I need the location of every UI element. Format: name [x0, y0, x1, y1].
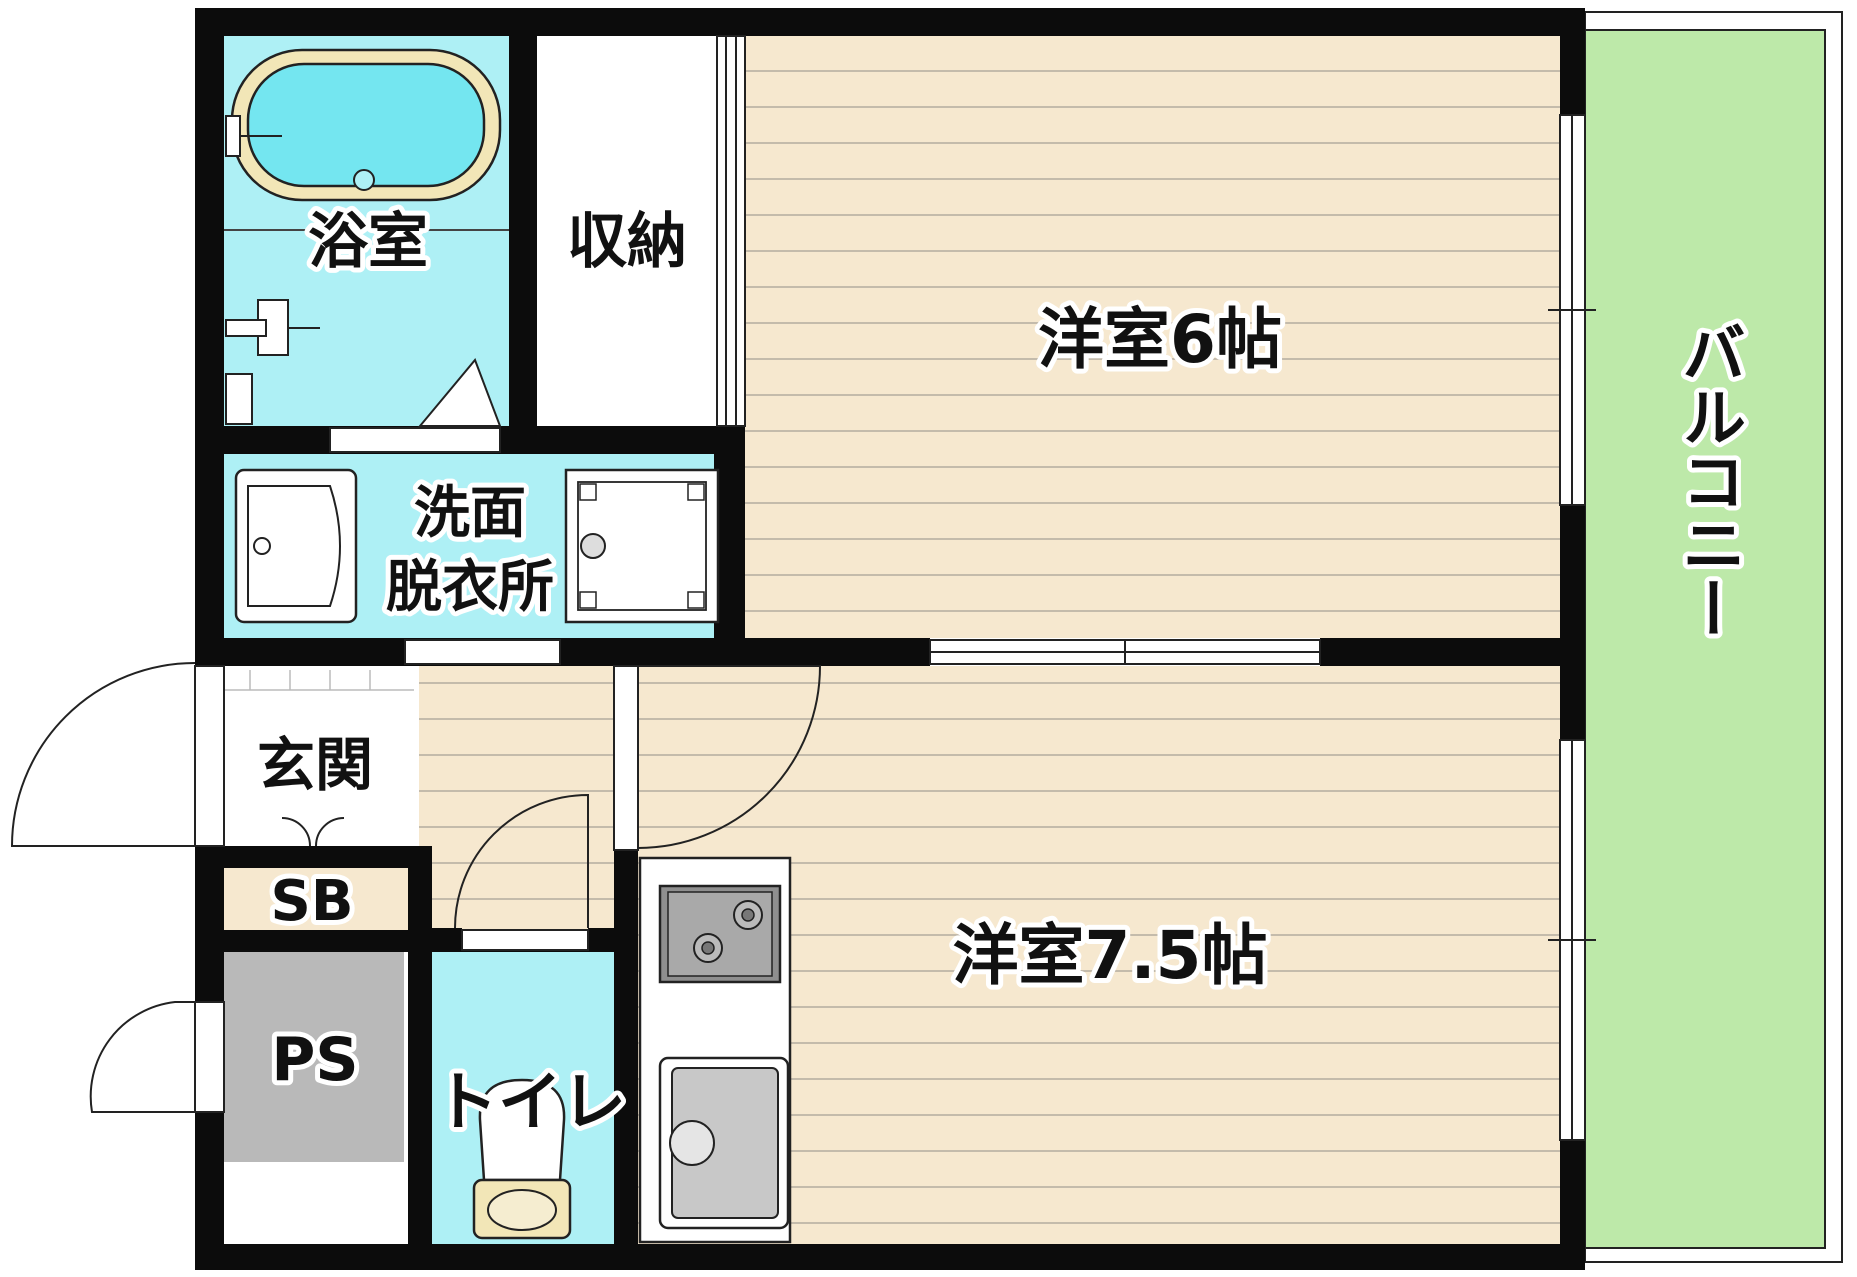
- pipe-space-area: [224, 952, 404, 1162]
- balcony-label: バルコニー: [1671, 320, 1745, 640]
- entrance-tile-lines: [224, 670, 414, 691]
- toilet-label: トイレ: [434, 1066, 626, 1140]
- entrance-label: 玄関: [257, 731, 373, 799]
- toilet-icon: [472, 1078, 572, 1240]
- kitchen-sink-icon: [658, 1056, 790, 1230]
- western-room-6-floor: [745, 36, 1560, 638]
- western-room-6-label: 洋室6帖: [1038, 301, 1282, 378]
- shoe-box-label: SB: [270, 869, 353, 934]
- balcony-area: [1584, 11, 1843, 1263]
- shower-faucet-icon: [225, 299, 320, 425]
- washroom-label-line1: 洗面: [414, 481, 526, 546]
- western-room-7-5-label: 洋室7.5帖: [953, 917, 1268, 994]
- entrance-floor: [224, 666, 414, 846]
- balcony-floor: [1584, 29, 1826, 1249]
- washroom-label-line2: 脱衣所: [386, 555, 554, 620]
- bathtub-icon: [225, 48, 502, 202]
- pipe-space-label: PS: [271, 1025, 358, 1095]
- door-swings: [10, 36, 1596, 1140]
- storage-label: 収納: [567, 207, 687, 277]
- washbasin-icon: [234, 468, 358, 624]
- gas-stove-icon: [658, 884, 782, 984]
- bathroom-door-triangle: [417, 358, 502, 427]
- shoe-box-area: [224, 868, 409, 930]
- bathroom-label: 浴室: [308, 207, 428, 277]
- washing-machine-pan-icon: [564, 468, 720, 624]
- hallway-floor: [419, 666, 614, 950]
- storage-floor: [537, 36, 717, 426]
